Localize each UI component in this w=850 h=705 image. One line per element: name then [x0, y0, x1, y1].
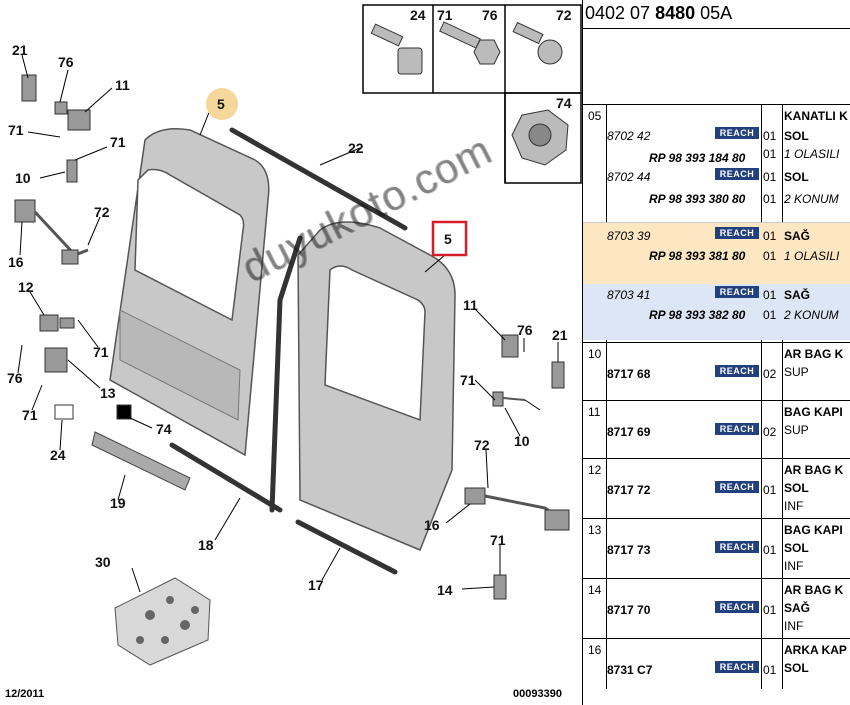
- callout: 10: [514, 433, 530, 449]
- selected-callout[interactable]: [431, 220, 468, 257]
- col-divider: [606, 104, 607, 689]
- table-row[interactable]: 8702 44 REACH RP 98 393 380 80 01 01 SOL…: [607, 168, 839, 206]
- table-row[interactable]: 16 8731 C7 REACH 01 ARKA KAP SOL: [583, 638, 850, 694]
- reach-badge: REACH: [715, 168, 759, 180]
- fastener-icons: [370, 21, 569, 166]
- seals: [169, 127, 408, 575]
- callout: 71: [93, 344, 109, 360]
- fastener-box-labels: 24 71 76 72 74: [410, 7, 572, 111]
- col-divider: [761, 104, 762, 689]
- panel-divider: [582, 0, 583, 705]
- callout: 21: [552, 327, 568, 343]
- hinge-parts-right: [464, 334, 570, 600]
- callout: 19: [110, 495, 126, 511]
- callout: 71: [460, 372, 476, 388]
- parts-diagram: 24 71 76 72 74: [7, 4, 582, 666]
- footer-date: 12/2011: [5, 688, 45, 700]
- right-door: [297, 221, 456, 551]
- col-divider: [782, 104, 783, 689]
- handle-19: [91, 431, 191, 491]
- reach-badge: REACH: [715, 661, 759, 673]
- callout: 71: [110, 134, 126, 150]
- callout: 24: [50, 447, 66, 463]
- box-label: 72: [556, 7, 572, 23]
- callout: 22: [348, 140, 364, 156]
- box-label: 71: [437, 7, 453, 23]
- footer-doc-number: 00093390: [513, 688, 562, 700]
- callout: 16: [424, 517, 440, 533]
- callout: 5: [444, 231, 452, 247]
- callout: 76: [517, 322, 533, 338]
- box-label: 74: [556, 95, 572, 111]
- leader-lines: [17, 54, 559, 593]
- callout: 13: [100, 385, 116, 401]
- reach-badge: REACH: [715, 286, 759, 298]
- table-row-highlighted[interactable]: 8703 39 REACH RP 98 393 381 80 01 01 SAĞ…: [583, 222, 850, 285]
- table-row[interactable]: 13 8717 73 REACH 01 BAG KAPI SOL INF: [583, 518, 850, 579]
- box-label: 76: [482, 7, 498, 23]
- callout: 71: [490, 532, 506, 548]
- reach-badge: REACH: [715, 481, 759, 493]
- left-door: [109, 128, 270, 457]
- fastener-box: [362, 4, 582, 184]
- reach-badge: REACH: [715, 423, 759, 435]
- hinge-parts-left: [14, 74, 132, 420]
- table-row[interactable]: 12 8717 72 REACH 01 AR BAG K SOL INF: [583, 458, 850, 519]
- callout: 72: [474, 437, 490, 453]
- callout: 71: [22, 407, 38, 423]
- table-row[interactable]: 05 8702 42 REACH RP 98 393 184 80 01 01 …: [583, 104, 850, 165]
- highlighted-callout: [206, 88, 238, 120]
- callout: 21: [12, 42, 28, 58]
- callout: 16: [8, 254, 24, 270]
- callout: 76: [7, 370, 23, 386]
- callout: 74: [156, 421, 172, 437]
- table-row[interactable]: 14 8717 70 REACH 01 AR BAG K SAĞ INF: [583, 578, 850, 639]
- part-group-code: 0402 07 8480 05A: [585, 3, 733, 23]
- bag-30: [114, 577, 211, 666]
- callout: 72: [94, 204, 110, 220]
- callout: 11: [463, 297, 478, 313]
- header-rule: [582, 28, 850, 29]
- callout: 18: [198, 537, 214, 553]
- table-row-selected[interactable]: 8703 41 REACH RP 98 393 382 80 01 01 SAĞ…: [583, 284, 850, 340]
- reach-badge: REACH: [715, 541, 759, 553]
- table-row[interactable]: 11 8717 69 REACH 02 BAG KAPI SUP: [583, 400, 850, 459]
- callout: 71: [8, 122, 24, 138]
- callout: 76: [58, 54, 74, 70]
- callout: 30: [95, 554, 111, 570]
- callout-numbers: 21 76 11 71 71 10 16 72 12 71 76 13 71 7…: [7, 42, 568, 598]
- callout: 17: [308, 577, 324, 593]
- reach-badge: REACH: [715, 365, 759, 377]
- callout: 11: [115, 77, 130, 93]
- reach-badge: REACH: [715, 227, 759, 239]
- reach-badge: REACH: [715, 601, 759, 613]
- callout: 12: [18, 279, 34, 295]
- reach-badge: REACH: [715, 127, 759, 139]
- callout: 14: [437, 582, 453, 598]
- box-label: 24: [410, 7, 426, 23]
- callout: 10: [15, 170, 31, 186]
- callout: 5: [217, 96, 225, 112]
- table-row[interactable]: 10 8717 68 REACH 02 AR BAG K SUP: [583, 342, 850, 401]
- parts-table: 05 8702 42 REACH RP 98 393 184 80 01 01 …: [583, 104, 850, 693]
